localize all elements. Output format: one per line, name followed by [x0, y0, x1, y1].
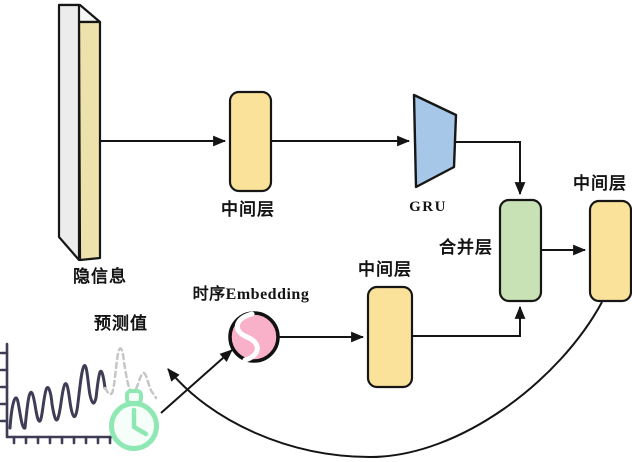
- timeseries-chart: [0, 342, 158, 445]
- feedback-curve-arrow: [167, 301, 603, 459]
- middle-layer-bottom-box: [366, 285, 414, 389]
- gru-trapezoid: [412, 93, 458, 189]
- label-temporal-embedding: 时序Embedding: [192, 286, 310, 303]
- s-curve-icon: [235, 311, 260, 363]
- slab-side-face: [77, 20, 102, 262]
- label-merge-layer: 合并层: [439, 238, 493, 257]
- connectors: [100, 135, 603, 459]
- slab-front-face: [57, 3, 81, 262]
- merge-layer-box: [498, 198, 543, 303]
- label-middle-layer-1: 中间层: [221, 200, 275, 219]
- label-hidden-info: 隐信息: [73, 267, 127, 286]
- label-middle-layer-right: 中间层: [573, 174, 627, 193]
- label-middle-layer-bottom: 中间层: [358, 260, 412, 279]
- clock-icon: [109, 389, 159, 451]
- label-predicted-value: 预测值: [94, 314, 148, 333]
- arrow-clock-to-embedding: [160, 349, 233, 414]
- arrow-middle-bottom-to-merge: [412, 305, 526, 337]
- history-line: [8, 364, 107, 430]
- label-gru: GRU: [409, 199, 447, 215]
- hidden-info-slab: [57, 3, 102, 262]
- chart-axes: [0, 342, 115, 445]
- embedding-circle: [228, 311, 280, 363]
- middle-layer-right-box: [588, 199, 632, 303]
- arrow-gru-to-merge: [455, 141, 526, 196]
- middle-layer-1-box: [228, 90, 273, 193]
